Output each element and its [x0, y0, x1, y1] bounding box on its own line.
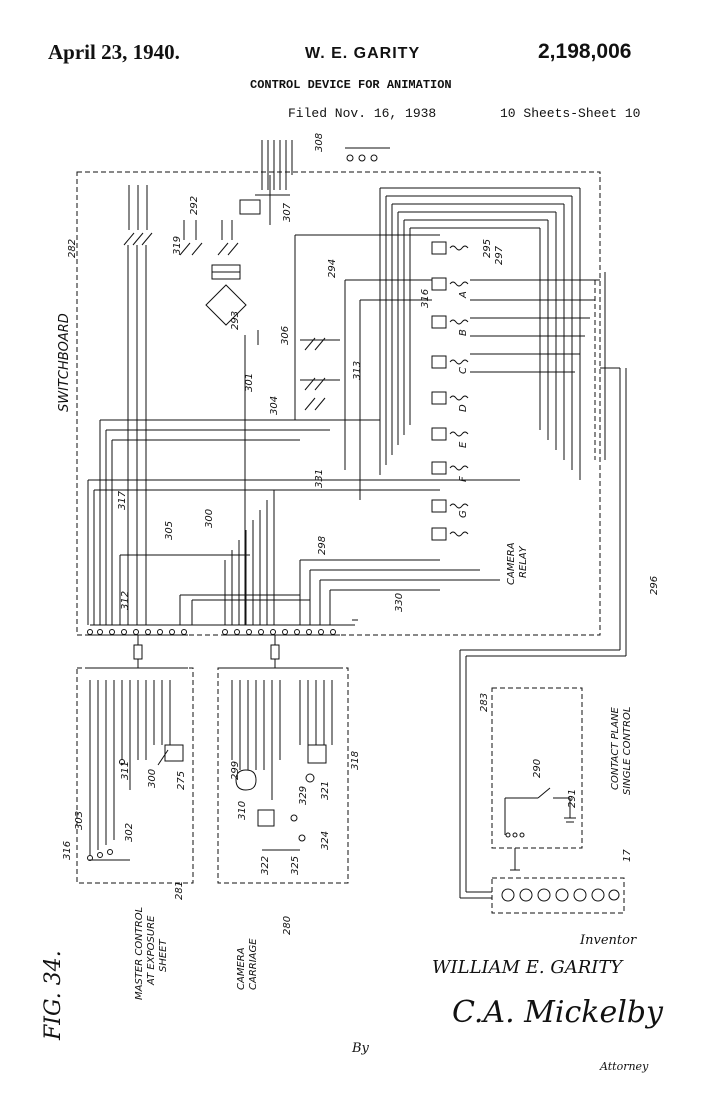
switchboard-terminals: [87, 629, 336, 635]
top-terminals: [261, 140, 390, 190]
ref-292: 292: [189, 196, 200, 215]
contact-plane-label-1: CONTACT PLANE: [610, 706, 621, 790]
ref-321: 321: [320, 781, 331, 800]
relay-letters: A B C D E F G: [458, 291, 469, 518]
transformer: [205, 264, 247, 326]
camera-carriage-label-2: CARRIAGE: [248, 938, 259, 990]
switchboard-label: SWITCHBOARD: [57, 313, 72, 412]
attorney-label: Attorney: [599, 1060, 649, 1073]
fanout-bus: [459, 272, 627, 899]
patent-title: CONTROL DEVICE FOR ANIMATION: [250, 78, 452, 92]
patent-date: April 23, 1940.: [48, 40, 180, 64]
master-control-label: MASTER CONTROL: [134, 907, 145, 1000]
ref-298: 298: [317, 536, 328, 555]
relay-column: [379, 187, 581, 541]
contact-plane-enclosure: [491, 687, 583, 849]
ref-300-master: 300: [147, 769, 158, 788]
ref-291: 291: [567, 789, 578, 808]
ref-330: 330: [394, 593, 405, 612]
switchboard-enclosure: [76, 171, 601, 636]
contact-plane-label-2: SINGLE CONTROL: [622, 707, 633, 795]
sheet-label: SHEET: [158, 938, 169, 972]
ref-281: 281: [174, 881, 185, 900]
ref-324: 324: [320, 831, 331, 850]
ref-17: 17: [622, 849, 633, 862]
inventor-header: W. E. GARITY: [305, 45, 421, 62]
ref-308: 308: [314, 133, 325, 152]
relay-letter-b: B: [458, 329, 469, 336]
camera-relay-label-2: RELAY: [518, 545, 529, 578]
ref-304: 304: [269, 396, 280, 415]
attorney-signature: C.A. Mickelby: [452, 995, 664, 1030]
ref-303: 303: [74, 811, 85, 830]
ref-325: 325: [290, 856, 301, 875]
ref-302: 302: [124, 823, 135, 842]
ref-296: 296: [649, 576, 660, 595]
ref-280: 280: [282, 916, 293, 935]
camera-carriage-label-1: CAMERA: [236, 947, 247, 990]
camera-carriage-wiring: [231, 680, 333, 851]
patent-number: 2,198,006: [538, 40, 632, 63]
ref-319: 319: [172, 236, 183, 255]
ref-294: 294: [327, 259, 338, 278]
ref-299: 299: [230, 761, 241, 780]
ref-329: 329: [298, 786, 309, 805]
ref-313: 313: [352, 361, 363, 380]
ref-310: 310: [237, 801, 248, 820]
by-label: By: [351, 1041, 370, 1056]
ref-318: 318: [350, 751, 361, 770]
figure-number: FIG. 34.: [41, 950, 66, 1041]
ref-283: 283: [479, 693, 490, 712]
relay-letter-d: D: [458, 404, 469, 412]
master-control-enclosure: [76, 667, 194, 884]
ref-275: 275: [176, 771, 187, 790]
ref-311: 311: [120, 761, 131, 780]
relay-letter-a: A: [458, 291, 469, 299]
switchboard-wiring: [87, 175, 520, 626]
ref-317: 317: [117, 490, 128, 510]
relay-letter-c: C: [458, 367, 469, 374]
ref-297: 297: [494, 245, 505, 265]
ref-316: 316: [420, 289, 431, 308]
relay-letter-g: G: [458, 510, 469, 518]
contact-plane-wiring: [504, 787, 576, 871]
ref-307: 307: [282, 202, 293, 222]
ref-300: 300: [204, 509, 215, 528]
switches-292: [123, 185, 239, 256]
ref-305: 305: [164, 521, 175, 540]
ref-306: 306: [280, 326, 291, 345]
connector-cables: [88, 634, 340, 669]
relay-letter-e: E: [458, 441, 469, 448]
ref-301: 301: [244, 373, 255, 392]
at-exposure-label: AT EXPOSURE: [146, 915, 157, 986]
ref-290: 290: [532, 759, 543, 778]
filed-date: Filed Nov. 16, 1938: [288, 106, 437, 121]
sheet-count: 10 Sheets-Sheet 10: [500, 106, 641, 121]
master-control-wiring: [87, 680, 184, 861]
ref-282: 282: [67, 239, 78, 258]
camera-carriage-enclosure: [217, 667, 349, 884]
ref-316-master: 316: [62, 841, 73, 860]
ref-312: 312: [120, 591, 131, 610]
ref-331: 331: [314, 469, 325, 488]
ref-293: 293: [230, 311, 241, 330]
camera-relay-label-1: CAMERA: [506, 542, 517, 585]
inventor-name: WILLIAM E. GARITY: [432, 957, 624, 978]
ref-322: 322: [260, 856, 271, 875]
relay-letter-f: F: [458, 476, 469, 482]
inventor-caption: Inventor: [579, 933, 637, 948]
plug-17: [491, 877, 625, 914]
ref-295: 295: [482, 239, 493, 258]
